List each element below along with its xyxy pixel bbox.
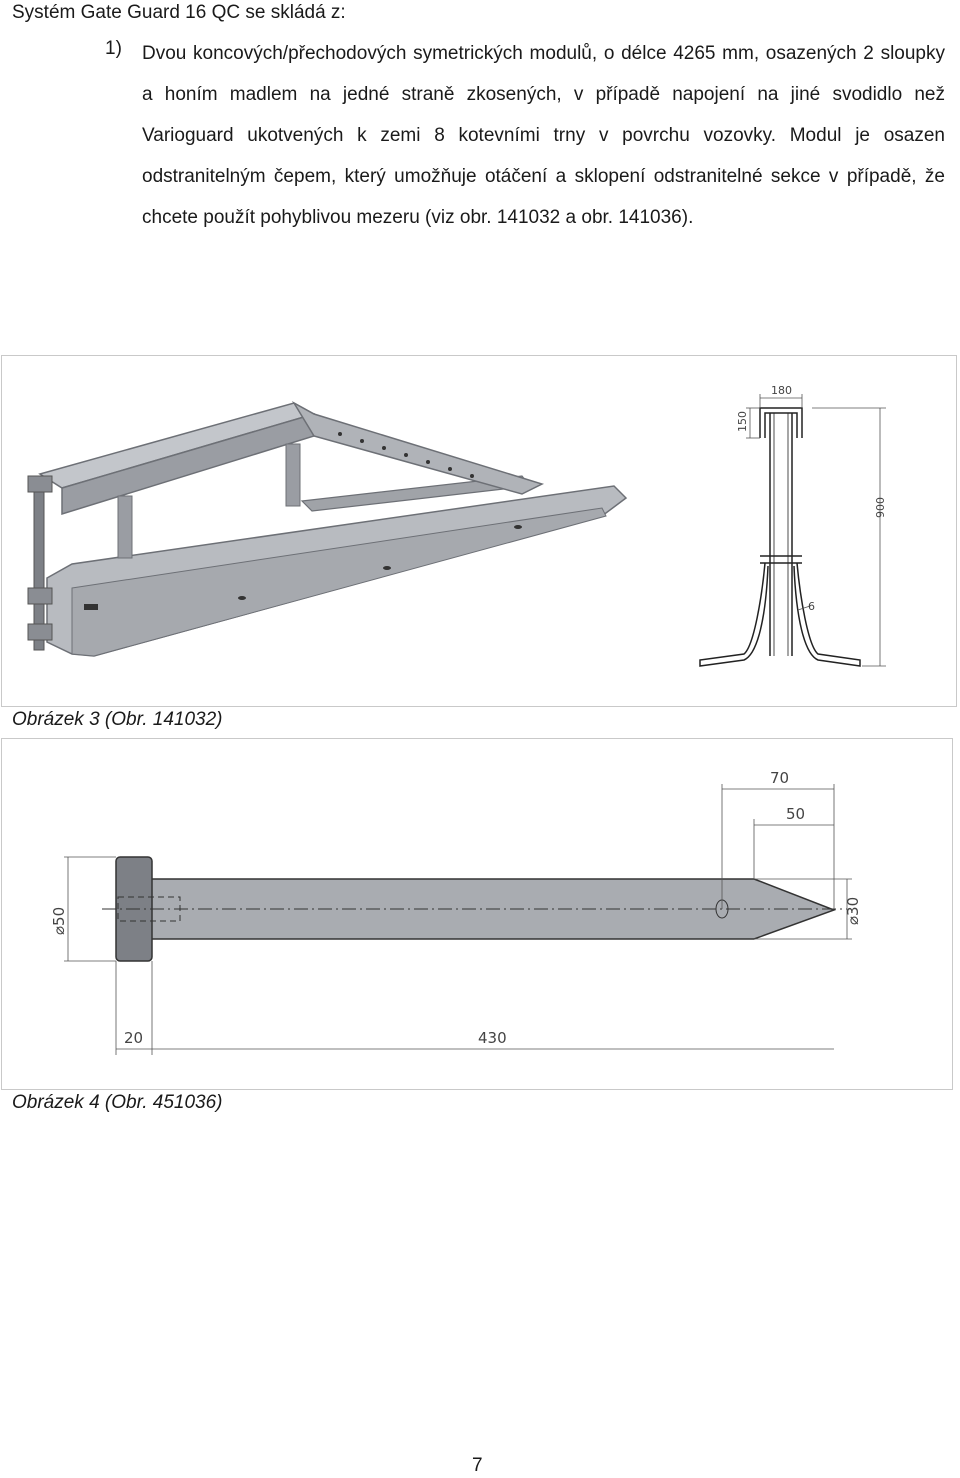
figure-4-pin-drawing: 70 50 ⌀50 ⌀30 20 430 [1,738,953,1090]
dim-top-width: 180 [771,384,792,397]
list-number: 1) [105,38,122,59]
dim-head-length: 20 [124,1029,143,1047]
figure-4-caption: Obrázek 4 (Obr. 451036) [12,1092,223,1113]
dim-thickness: 6 [808,600,815,613]
section-heading: Systém Gate Guard 16 QC se skládá z: [12,2,346,23]
pin-illustration: 70 50 ⌀50 ⌀30 20 430 [50,769,862,1055]
list-item-text: Dvou koncových/přechodových symetrických… [142,43,945,228]
cross-section-drawing [699,407,861,667]
base-plate-face [71,507,607,657]
post-right [285,443,301,507]
dim-head-diameter: ⌀50 [50,907,68,935]
dim-50: 50 [786,805,805,823]
figure-3-caption: Obrázek 3 (Obr. 141032) [12,709,223,730]
dim-total-height: 900 [874,497,887,518]
dim-tip-diameter: ⌀30 [844,897,862,925]
page-number: 7 [472,1455,483,1476]
module-illustration: 180 150 900 6 [27,384,887,667]
dim-total-length: 430 [478,1029,507,1047]
sloped-rail [291,400,545,495]
dim-70: 70 [770,769,789,787]
dim-top-height: 150 [736,411,749,432]
figure-3-module-drawing: 180 150 900 6 [1,355,957,707]
post-left [117,495,133,559]
